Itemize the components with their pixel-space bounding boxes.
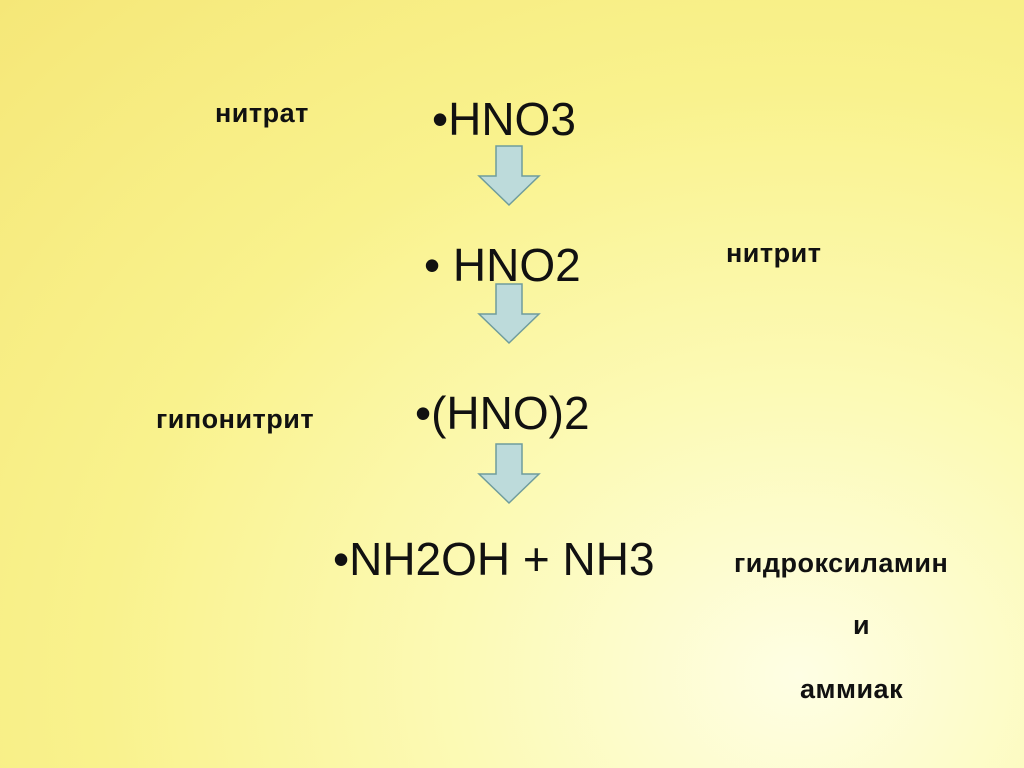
- formula-hno2: • HNO2: [424, 239, 581, 291]
- label-hydroxylamine: гидроксиламин: [734, 548, 949, 578]
- formula-hno3: •HNO3: [432, 93, 576, 145]
- label-nitrate: нитрат: [215, 98, 309, 128]
- down-arrow-icon: [477, 443, 541, 505]
- label-nitrite: нитрит: [726, 238, 822, 268]
- down-arrow-icon: [477, 283, 541, 345]
- label-and: и: [853, 610, 871, 640]
- label-hyponitrite: гипонитрит: [156, 404, 315, 434]
- formula-hno-dimer: •(HNO)2: [415, 387, 590, 439]
- down-arrow-icon: [477, 145, 541, 207]
- label-ammonia: аммиак: [800, 674, 904, 704]
- formula-nh2oh-nh3: •NH2OH + NH3: [333, 533, 655, 585]
